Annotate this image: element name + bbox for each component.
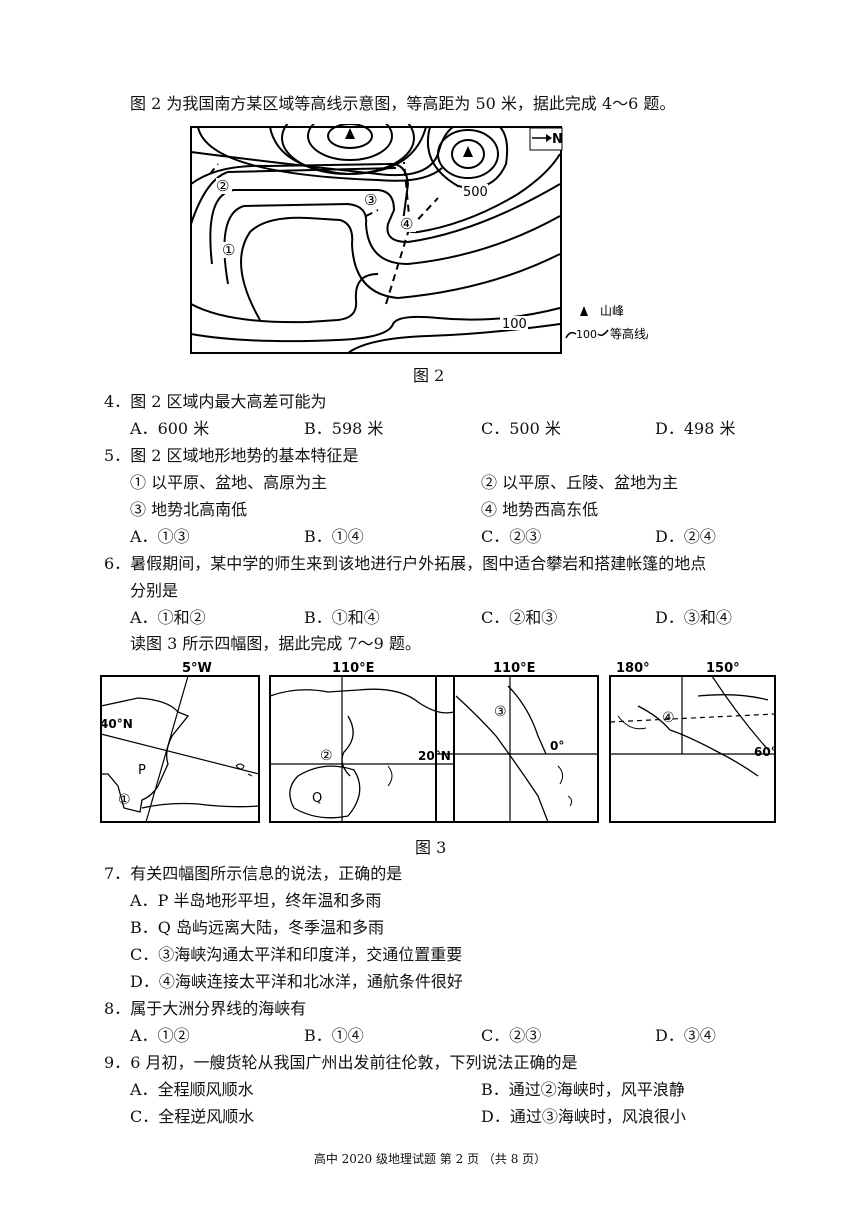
map4-latitude: 60° xyxy=(754,745,777,759)
q4-option-d: D．498 米 xyxy=(655,419,736,438)
q6-option-a: A．①和② xyxy=(130,608,206,627)
q5-option-c: C．②③ xyxy=(481,527,542,546)
q9-option-c: C．全程逆风顺水 xyxy=(130,1107,255,1126)
map1 xyxy=(100,675,260,823)
q7-option-c: C．③海峡沟通太平洋和印度洋，交通位置重要 xyxy=(130,945,463,964)
q6-stem-cont: 分别是 xyxy=(130,581,179,600)
q4-stem: 4．图 2 区域内最大高差可能为 xyxy=(104,392,327,411)
q7-option-d: D．④海峡连接太平洋和北冰洋，通航条件很好 xyxy=(130,972,463,991)
map2-latitude: 20°N xyxy=(418,749,451,763)
map1-longitude: 5°W xyxy=(182,661,212,676)
map1-latitude: 40°N xyxy=(100,717,133,731)
fig2-contour-map: N 500 100 ② ① xyxy=(190,124,648,354)
q6-stem: 6．暑假期间，某中学的师生来到该地进行户外拓展，图中适合攀岩和搭建帐篷的地点 xyxy=(104,554,707,573)
q7-option-b: B．Q 岛屿远离大陆，冬季温和多雨 xyxy=(130,918,384,937)
map2-label-q: Q xyxy=(312,791,322,806)
q6-option-d: D．③和④ xyxy=(655,608,732,627)
q4-option-a: A．600 米 xyxy=(130,419,210,438)
q9-stem: 9．6 月初，一艘货轮从我国广州出发前往伦敦，下列说法正确的是 xyxy=(104,1053,578,1072)
map3-longitude: 110°E xyxy=(493,661,536,676)
q8-option-b: B．①④ xyxy=(304,1026,364,1045)
fig3-caption: 图 3 xyxy=(415,838,447,857)
q4-option-c: C．500 米 xyxy=(481,419,561,438)
map2-marker: ② xyxy=(320,748,333,764)
legend-peak-label: 山峰 xyxy=(600,304,624,318)
legend-contour-label: 等高线/m xyxy=(610,326,648,341)
map1-marker: ① xyxy=(118,792,131,808)
q8-option-d: D．③④ xyxy=(655,1026,716,1045)
q5-stem: 5．图 2 区域地形地势的基本特征是 xyxy=(104,446,359,465)
map2-longitude: 110°E xyxy=(332,661,375,676)
marker-4: ④ xyxy=(400,215,413,233)
marker-1: ① xyxy=(222,241,235,259)
q9-option-d: D．通过③海峡时，风浪很小 xyxy=(481,1107,686,1126)
fig3-intro: 读图 3 所示四幅图，据此完成 7～9 题。 xyxy=(130,634,421,653)
q6-option-c: C．②和③ xyxy=(481,608,558,627)
map3-marker: ③ xyxy=(494,704,507,720)
q5-option-b: B．①④ xyxy=(304,527,364,546)
north-label: N xyxy=(552,132,563,147)
q7-option-a: A．P 半岛地形平坦，终年温和多雨 xyxy=(130,891,382,910)
contour-label-500: 500 xyxy=(463,185,488,200)
map3-latitude: 0° xyxy=(550,739,564,753)
q5-statement-2: ② 以平原、丘陵、盆地为主 xyxy=(481,473,679,492)
fig3-maps: 5°W 110°E 110°E 180° 150° P 40°N ① Q 20°… xyxy=(100,661,777,823)
fig2-intro: 图 2 为我国南方某区域等高线示意图，等高距为 50 米，据此完成 4～6 题。 xyxy=(130,94,676,113)
contour-label-100: 100 xyxy=(502,317,527,332)
q9-option-a: A．全程顺风顺水 xyxy=(130,1080,254,1099)
map4-marker: ④ xyxy=(662,710,675,726)
marker-3: ③ xyxy=(364,191,377,209)
q5-option-a: A．①③ xyxy=(130,527,190,546)
q5-option-d: D．②④ xyxy=(655,527,716,546)
map4-longitude-right: 150° xyxy=(706,661,740,676)
legend-peak-icon xyxy=(580,306,588,316)
q4-option-b: B．598 米 xyxy=(304,419,384,438)
marker-2: ② xyxy=(216,177,229,195)
q6-option-b: B．①和④ xyxy=(304,608,380,627)
map4-longitude-left: 180° xyxy=(616,661,650,676)
peak-icon xyxy=(345,128,355,139)
north-arrow-icon: N xyxy=(529,127,563,151)
q7-stem: 7．有关四幅图所示信息的说法，正确的是 xyxy=(104,864,403,883)
q9-option-b: B．通过②海峡时，风平浪静 xyxy=(481,1080,685,1099)
map3 xyxy=(435,675,599,823)
page-footer: 高中 2020 级地理试题 第 2 页 （共 8 页） xyxy=(313,1152,547,1166)
q5-statement-3: ③ 地势北高南低 xyxy=(130,500,248,519)
q8-stem: 8．属于大洲分界线的海峡有 xyxy=(104,999,307,1018)
q5-statement-1: ① 以平原、盆地、高原为主 xyxy=(130,473,328,492)
map4 xyxy=(609,675,776,823)
fig2-caption: 图 2 xyxy=(413,366,445,385)
map1-label-p: P xyxy=(138,763,146,778)
legend-contour-value: 100 xyxy=(576,328,597,341)
q8-option-c: C．②③ xyxy=(481,1026,542,1045)
q5-statement-4: ④ 地势西高东低 xyxy=(481,500,599,519)
q8-option-a: A．①② xyxy=(130,1026,190,1045)
peak-icon xyxy=(463,146,473,157)
